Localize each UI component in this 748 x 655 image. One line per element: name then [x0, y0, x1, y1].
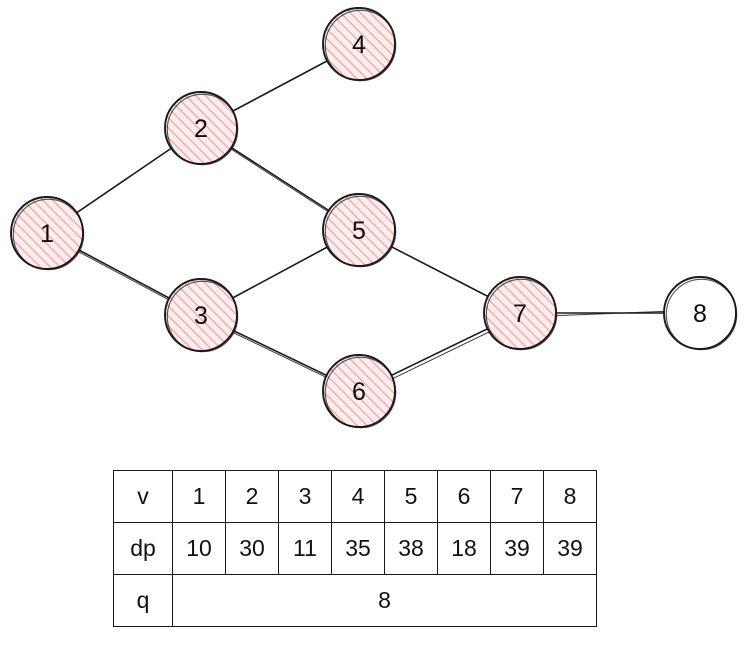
graph-node-5-label: 5 [352, 217, 366, 245]
graph-node-4[interactable]: 4 [322, 7, 397, 82]
dp-cell-5: 38 [384, 522, 438, 575]
row-header-q: q [113, 574, 173, 627]
row-header-dp: dp [113, 522, 173, 575]
row-header-v: v [113, 470, 173, 523]
graph-node-2-label: 2 [194, 115, 208, 143]
graph-node-7[interactable]: 7 [483, 276, 558, 351]
graph-nodes: 1 2 3 4 5 [10, 7, 738, 429]
v-cell-3: 3 [278, 470, 332, 523]
dp-state-table: v 1 2 3 4 5 6 7 8 dp 10 30 11 35 38 18 3… [113, 470, 597, 627]
dp-cell-4: 35 [331, 522, 385, 575]
graph-node-8-label: 8 [693, 300, 707, 328]
graph-node-6-label: 6 [352, 378, 366, 406]
graph-node-1-label: 1 [40, 220, 54, 248]
graph-node-4-label: 4 [352, 31, 366, 59]
v-cell-1: 1 [172, 470, 226, 523]
dp-cell-6: 18 [437, 522, 491, 575]
v-cell-8: 8 [543, 470, 597, 523]
dp-cell-2: 30 [225, 522, 279, 575]
v-cell-2: 2 [225, 470, 279, 523]
graph-node-5[interactable]: 5 [322, 193, 397, 268]
v-cell-4: 4 [331, 470, 385, 523]
v-cell-6: 6 [437, 470, 491, 523]
graph-node-6[interactable]: 6 [322, 354, 397, 429]
graph-node-2[interactable]: 2 [164, 91, 239, 166]
dp-cell-3: 11 [278, 522, 332, 575]
table-row-q: q 8 [113, 574, 597, 627]
graph-node-1[interactable]: 1 [10, 196, 85, 271]
graph-node-3-label: 3 [194, 302, 208, 330]
graph-node-8[interactable]: 8 [663, 276, 738, 351]
dp-cell-7: 39 [490, 522, 544, 575]
v-cell-5: 5 [384, 470, 438, 523]
v-cell-7: 7 [490, 470, 544, 523]
graph-node-7-label: 7 [513, 300, 527, 328]
dp-cell-8: 39 [543, 522, 597, 575]
table-row-dp: dp 10 30 11 35 38 18 39 39 [113, 522, 597, 575]
graph-node-3[interactable]: 3 [164, 278, 239, 353]
q-cell-contents: 8 [172, 574, 597, 627]
dp-cell-1: 10 [172, 522, 226, 575]
table-row-v: v 1 2 3 4 5 6 7 8 [113, 470, 597, 523]
